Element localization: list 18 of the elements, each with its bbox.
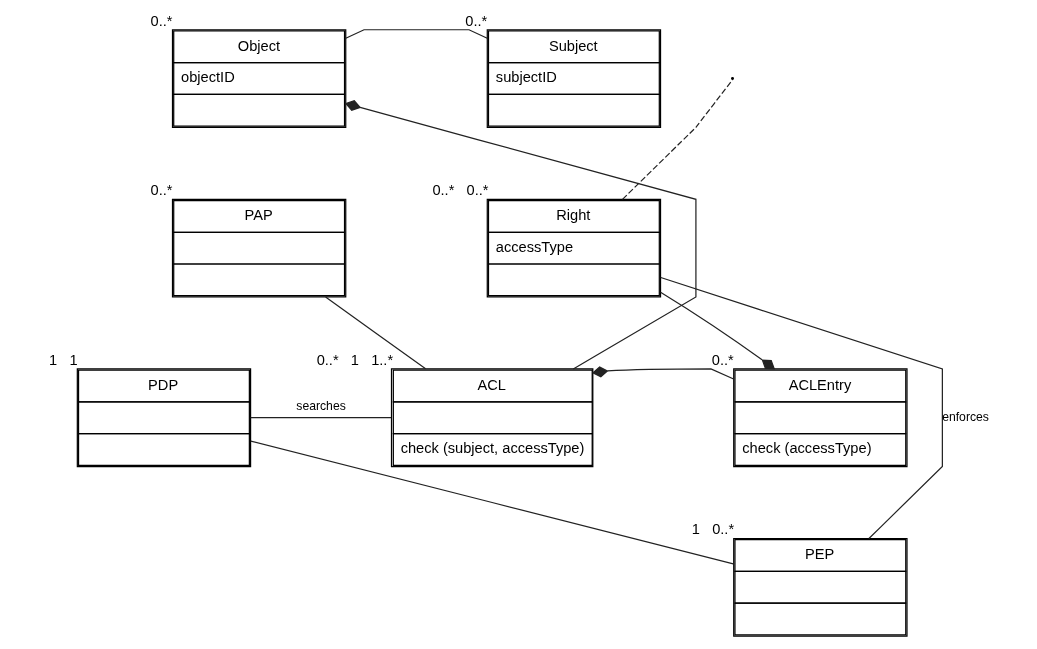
- node-label: 0..* 0..*: [431, 181, 488, 198]
- node-label: 0..* 1 1..*: [316, 351, 393, 368]
- connector: [344, 28, 488, 39]
- connector: [324, 295, 426, 369]
- connector: [659, 291, 775, 369]
- node-label: 1 1: [48, 351, 78, 368]
- connector: [249, 416, 392, 418]
- connector: [659, 276, 943, 539]
- node-label: 0..*: [464, 12, 487, 29]
- edge-label: searches: [295, 398, 346, 413]
- connector: [344, 99, 696, 370]
- connector: [621, 78, 733, 200]
- node-label: 0..*: [150, 181, 172, 198]
- node-label: 0..*: [711, 351, 734, 368]
- node-label: 0..*: [150, 12, 172, 29]
- node-label: 1 0..*: [691, 520, 734, 537]
- connector: [591, 365, 734, 380]
- connector: [249, 439, 734, 565]
